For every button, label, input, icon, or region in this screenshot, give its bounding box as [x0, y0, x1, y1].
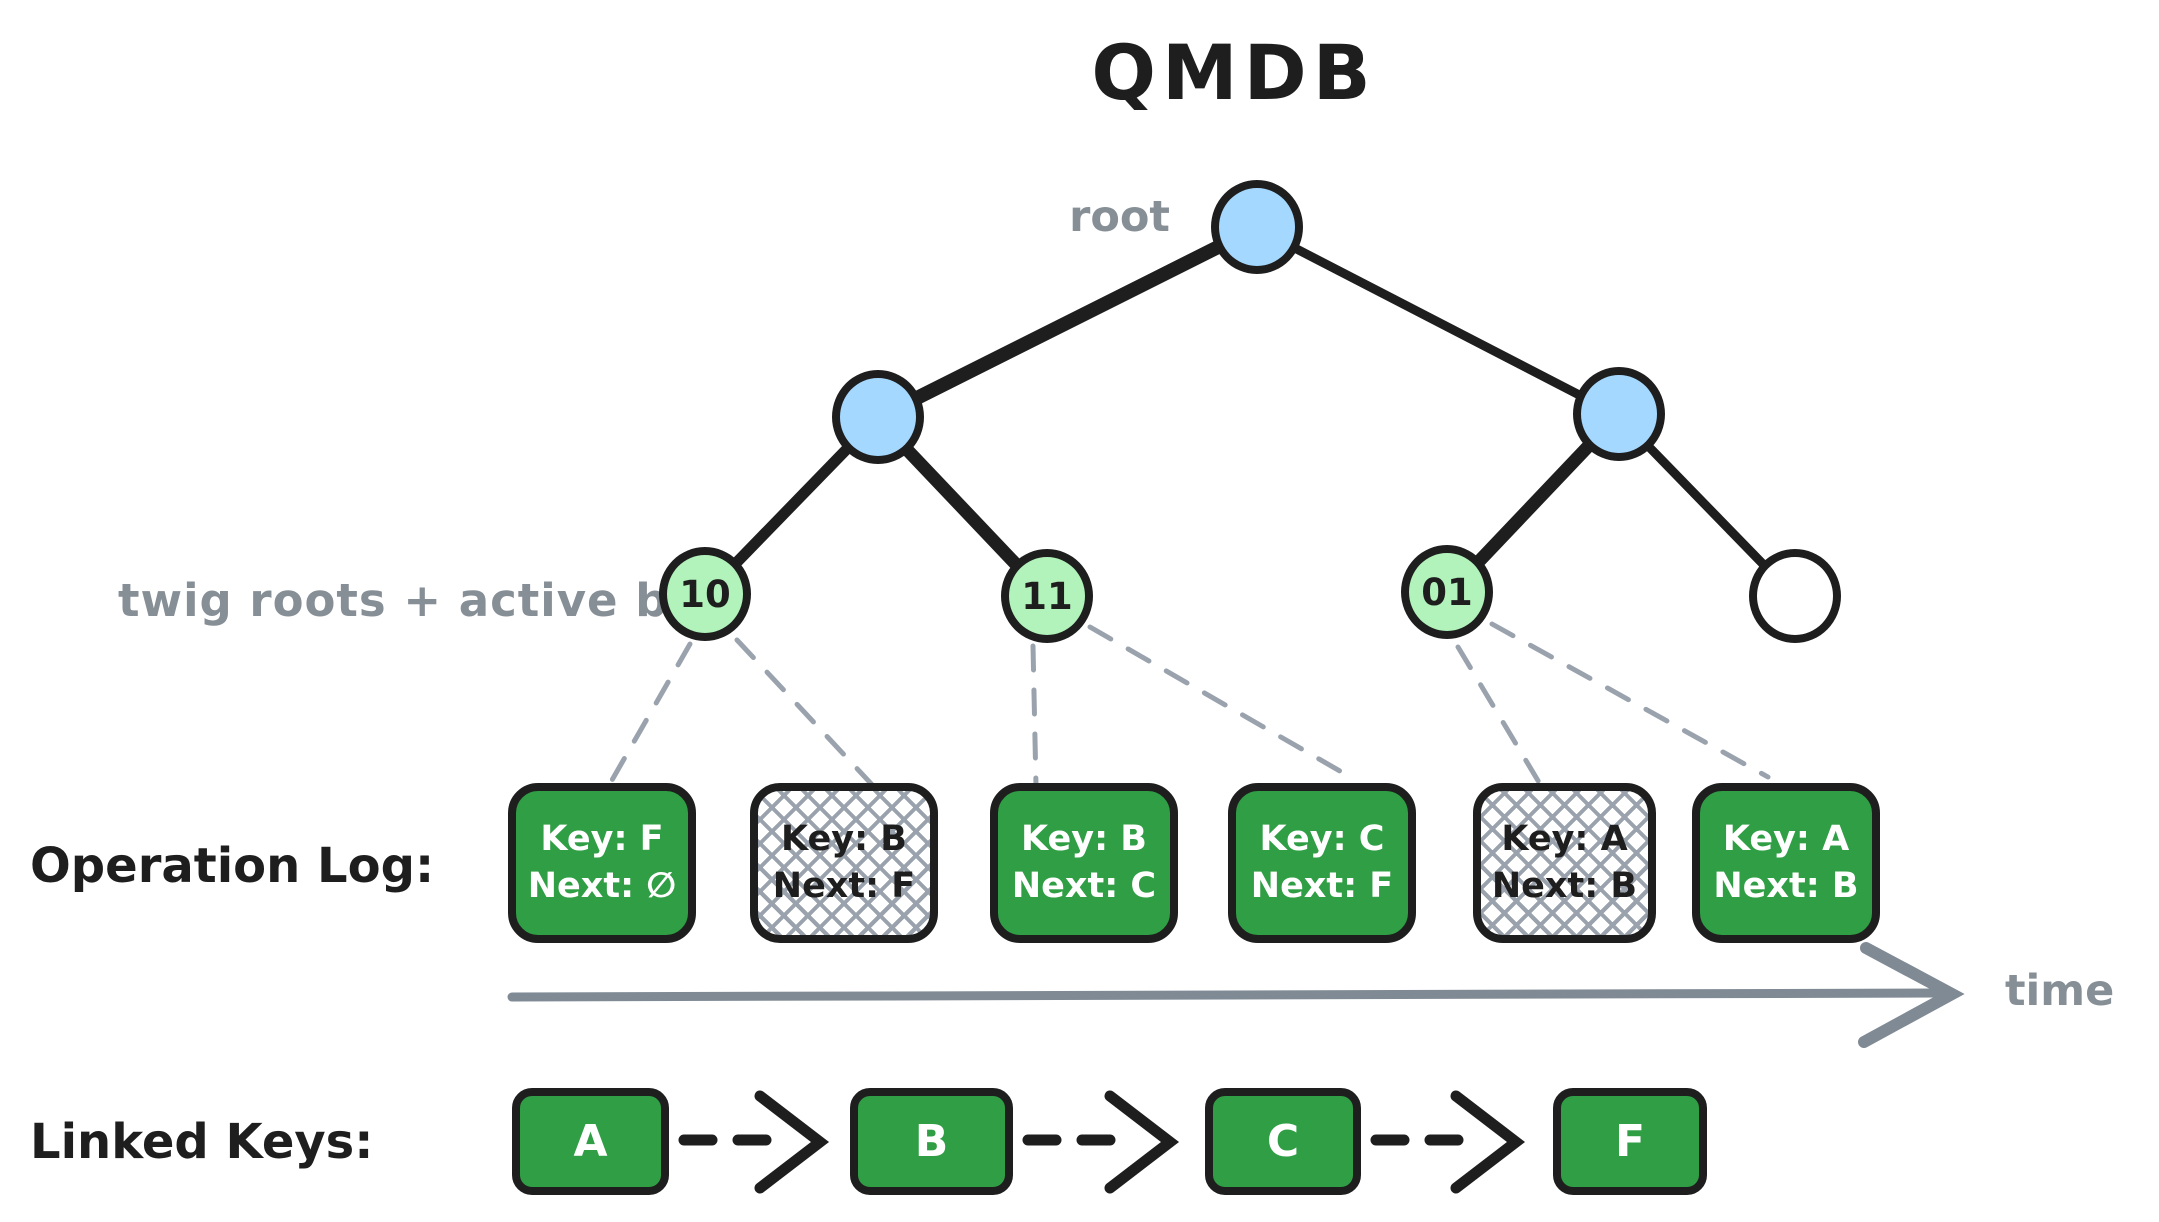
arrow-a-b-head — [754, 1090, 830, 1194]
twig-node-01-label: 01 — [1421, 570, 1473, 614]
operation-log-label: Operation Log: — [30, 838, 435, 894]
oplog-entry-5-key: Key: A — [1501, 819, 1628, 859]
linked-key-c-label: C — [1266, 1116, 1300, 1167]
oplog-entry-1: Key: F Next: ∅ — [508, 783, 696, 943]
twig-node-10: 10 — [659, 547, 751, 641]
oplog-entry-3: Key: B Next: C — [990, 783, 1178, 943]
connector-11-box3 — [1030, 643, 1039, 789]
linked-key-b-label: B — [914, 1116, 949, 1167]
oplog-entry-4-key: Key: C — [1259, 819, 1385, 859]
arrow-b-c-head — [1104, 1090, 1180, 1194]
twig-to-log-connectors — [609, 621, 1771, 793]
connector-01-box6 — [1489, 621, 1771, 780]
connector-10-box2 — [734, 637, 880, 793]
time-axis-label: time — [2005, 966, 2115, 1016]
oplog-entry-5-superseded: Key: A Next: B — [1473, 783, 1656, 943]
linked-keys-arrows — [678, 1090, 1526, 1194]
oplog-entry-4-next: Next: F — [1250, 866, 1394, 906]
linked-key-a: A — [512, 1088, 669, 1195]
linked-key-f-label: F — [1614, 1116, 1646, 1167]
root-node — [1211, 180, 1303, 274]
oplog-entry-2-next: Next: F — [772, 866, 916, 906]
time-arrow-shaft — [507, 988, 1943, 1002]
oplog-entry-2-key: Key: B — [781, 819, 907, 859]
connector-10-box1 — [609, 641, 693, 783]
oplog-entry-6-next: Next: B — [1713, 866, 1859, 906]
oplog-entry-3-next: Next: C — [1011, 866, 1157, 906]
connector-11-box4 — [1087, 624, 1355, 781]
edge-root-left — [870, 221, 1263, 425]
connector-01-box5 — [1455, 644, 1543, 787]
inner-node-right — [1573, 367, 1665, 461]
twig-node-11: 11 — [1001, 549, 1093, 643]
linked-key-a-label: A — [573, 1116, 608, 1167]
linked-key-c: C — [1205, 1088, 1361, 1195]
inner-node-left — [832, 370, 924, 464]
linked-key-b: B — [850, 1088, 1013, 1195]
twig-roots-label: twig roots + active bits — [118, 574, 736, 627]
arrow-c-f-head — [1450, 1090, 1526, 1194]
oplog-entry-5-next: Next: B — [1491, 866, 1638, 906]
page-title: QMDB — [1091, 28, 1377, 117]
oplog-entry-1-next: Next: ∅ — [527, 866, 677, 906]
linked-keys-label: Linked Keys: — [30, 1114, 374, 1170]
time-arrow-head — [1858, 942, 1965, 1048]
oplog-entry-4: Key: C Next: F — [1228, 783, 1416, 943]
oplog-entry-3-key: Key: B — [1021, 819, 1147, 859]
twig-node-11-label: 11 — [1021, 574, 1073, 618]
twig-node-01: 01 — [1401, 545, 1493, 639]
oplog-entry-6-key: Key: A — [1722, 819, 1850, 859]
root-node-label: root — [1069, 192, 1170, 242]
twig-node-empty — [1749, 549, 1841, 643]
linked-key-f: F — [1553, 1088, 1707, 1195]
oplog-entry-6: Key: A Next: B — [1692, 783, 1880, 943]
time-arrow — [507, 942, 1965, 1048]
oplog-entry-2-superseded: Key: B Next: F — [750, 783, 938, 943]
edge-root-right — [1251, 223, 1623, 420]
twig-node-10-label: 10 — [679, 572, 731, 616]
oplog-entry-1-key: Key: F — [540, 819, 664, 859]
